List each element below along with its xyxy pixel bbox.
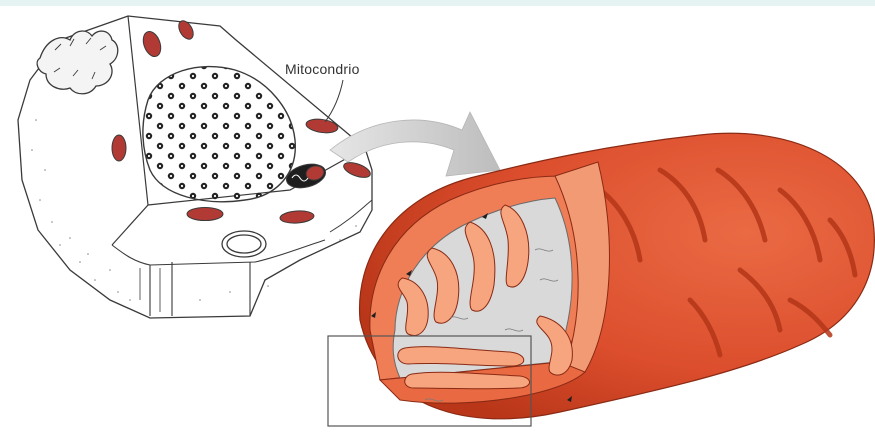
mitochondrion-cutaway bbox=[360, 133, 875, 419]
mitochondrion-label: Mitocondrio bbox=[285, 61, 360, 77]
label-leader-line bbox=[325, 80, 343, 122]
